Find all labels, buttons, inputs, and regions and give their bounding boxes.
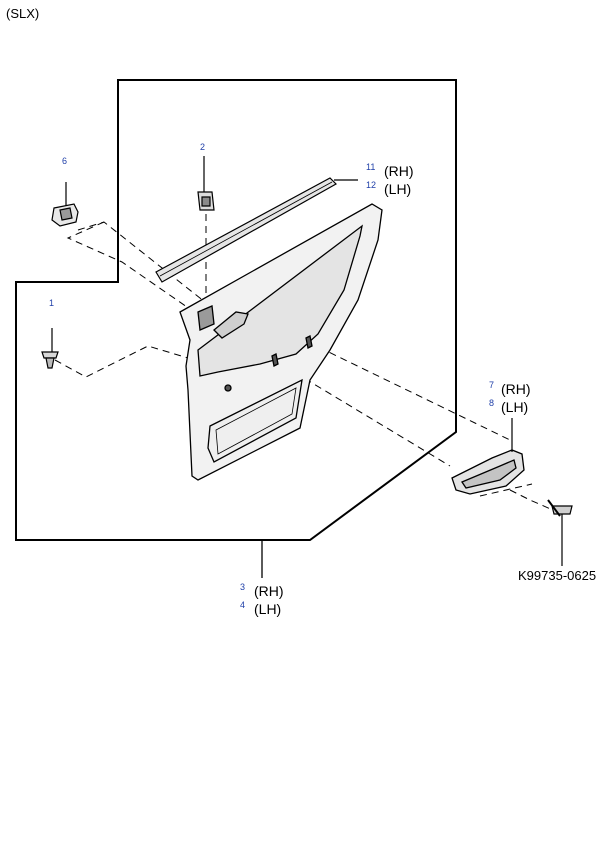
callout-side-3: (RH) [254, 583, 284, 599]
callout-side-7: (RH) [501, 381, 531, 397]
callout-number-3: 3 [240, 582, 246, 592]
pull-handle-part-7-8 [451, 449, 525, 495]
assembly-frame [15, 79, 457, 541]
assembly-dashed-lines [54, 196, 563, 515]
reference-code: K99735-0625 [518, 568, 597, 583]
clip-part-2 [197, 191, 215, 211]
callout-number-12: 12 [366, 180, 377, 190]
weatherstrip-part-11-12 [155, 177, 337, 283]
screw [547, 499, 573, 517]
door-trim-panel [179, 203, 383, 481]
callout-number-4: 4 [240, 600, 246, 610]
callout-number-8: 8 [489, 398, 495, 408]
callout-number-6: 6 [62, 156, 68, 166]
variant-label: (SLX) [6, 6, 40, 21]
callout-side-8: (LH) [501, 399, 529, 415]
callout-side-11: (RH) [384, 163, 414, 179]
callout-number-2: 2 [200, 142, 206, 152]
clip-part-6 [51, 203, 79, 227]
push-pin-part-1 [41, 351, 59, 369]
callout-number-7: 7 [489, 380, 495, 390]
callout-number-1: 1 [49, 298, 55, 308]
callout-side-4: (LH) [254, 601, 282, 617]
callout-side-12: (LH) [384, 181, 412, 197]
callout-number-11: 11 [366, 162, 376, 172]
